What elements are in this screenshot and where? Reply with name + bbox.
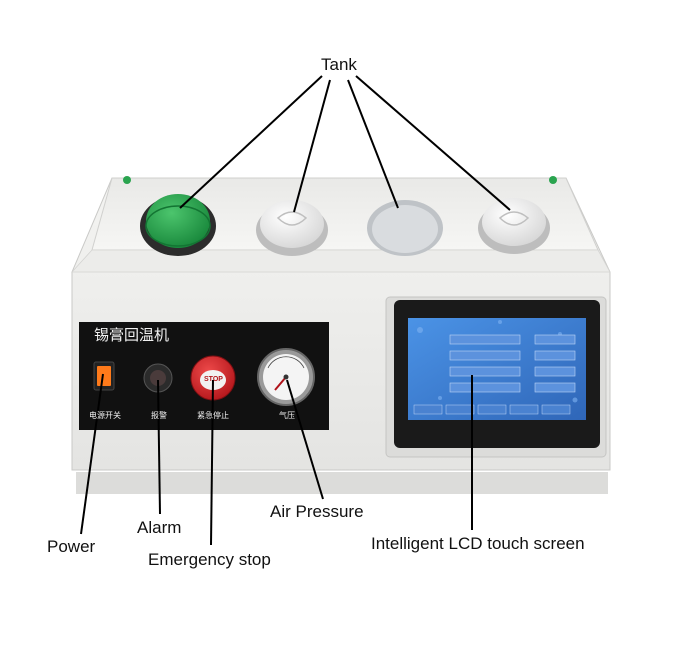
tank-4 xyxy=(478,198,550,254)
power-switch-label: 电源开关 xyxy=(89,411,121,420)
stop-button-label: STOP xyxy=(204,376,223,383)
callout-leaders xyxy=(80,75,511,546)
alarm-panel-label: 报警 xyxy=(151,411,167,420)
tank-3 xyxy=(367,200,443,256)
lcd-touch-screen xyxy=(385,296,607,458)
indicator-dot-right xyxy=(549,176,557,184)
callout-air-pressure: Air Pressure xyxy=(270,502,364,521)
control-panel xyxy=(79,322,329,430)
callout-tank: Tank xyxy=(321,55,357,74)
callout-lcd: Intelligent LCD touch screen xyxy=(371,534,585,553)
callout-alarm: Alarm xyxy=(137,518,182,537)
emergency-stop-panel-label: 紧急停止 xyxy=(197,411,229,420)
callout-emergency-stop: Emergency stop xyxy=(148,550,271,569)
indicator-dot-left xyxy=(123,176,131,184)
air-pressure-panel-label: 气压 xyxy=(279,411,295,420)
tank-1 xyxy=(140,194,216,256)
callout-power: Power xyxy=(47,537,96,556)
tank-2 xyxy=(256,200,328,256)
panel-title: 锡膏回温机 xyxy=(94,327,170,344)
